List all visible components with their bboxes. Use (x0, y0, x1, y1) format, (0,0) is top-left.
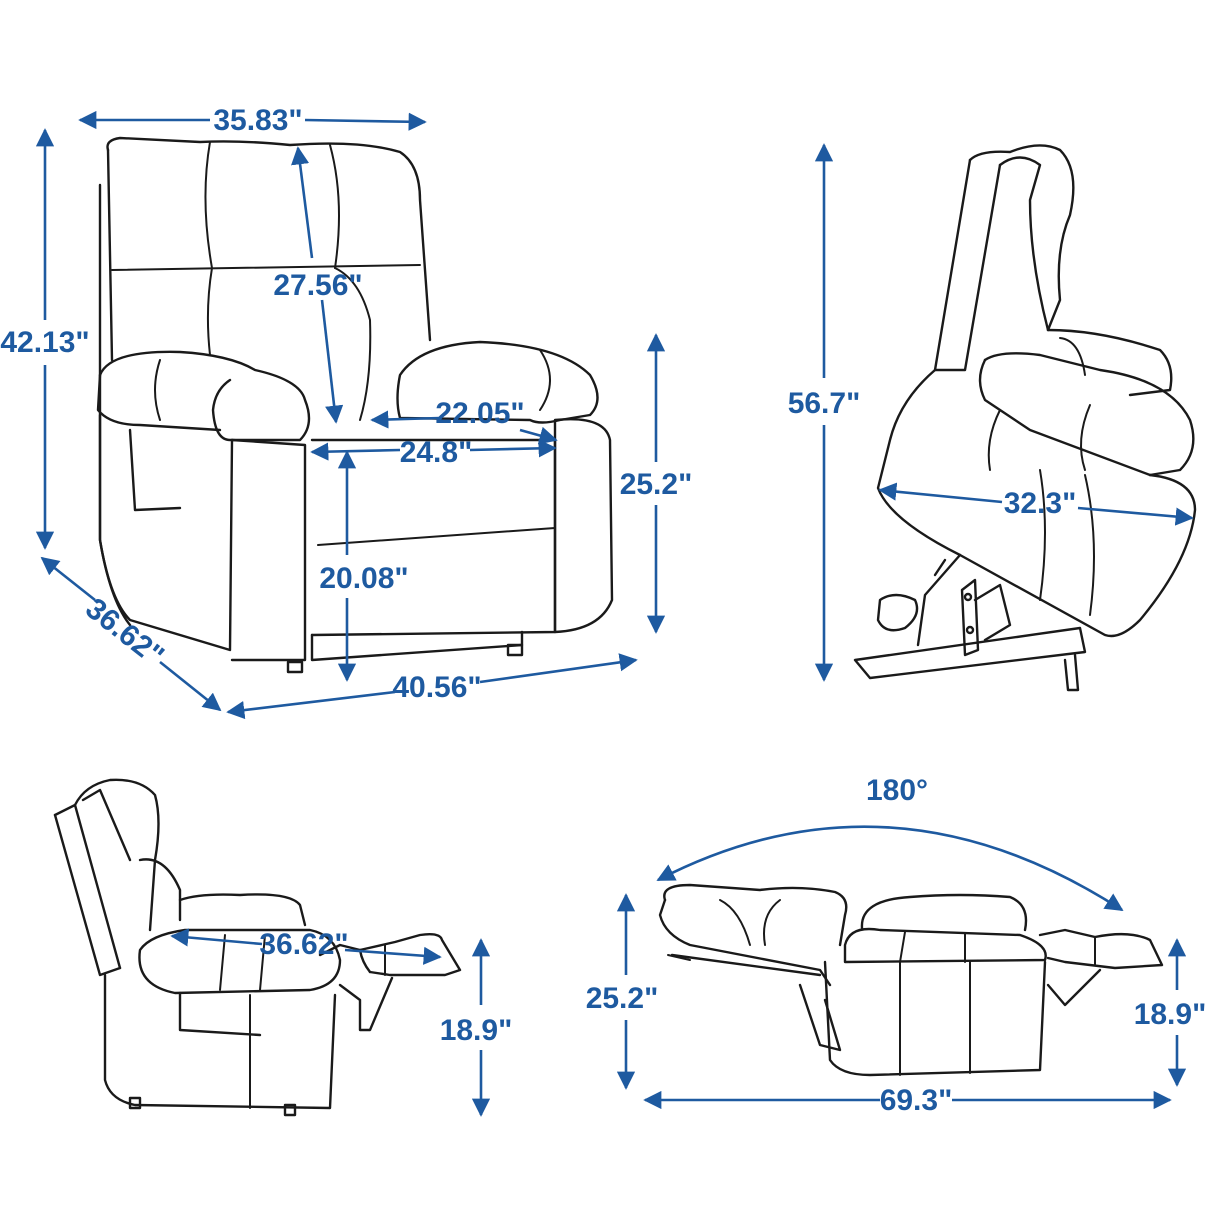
full-recline-chair (658, 883, 1164, 1077)
lift-dimension-labels: 56.7" 32.3" (788, 387, 1077, 520)
label-partial-footrest-height: 18.9" (440, 1014, 513, 1047)
label-lift-seat-depth: 32.3" (1004, 487, 1077, 520)
partial-recline-dimension-lines (170, 928, 491, 1117)
label-seat-height: 20.08" (319, 562, 408, 595)
label-lift-height: 56.7" (788, 387, 861, 420)
full-recline-dimension-labels: 180° 25.2" 18.9" 69.3" (586, 774, 1207, 1117)
front-dimension-lines (35, 110, 666, 720)
front-view-chair (96, 136, 614, 674)
label-recline-angle: 180° (866, 774, 928, 807)
label-partial-length: 36.62" (259, 928, 348, 961)
partial-recline-chair (53, 778, 462, 1117)
partial-recline-dimension-labels: 36.62" 18.9" (259, 928, 512, 1047)
label-width-base: 40.56" (392, 671, 481, 704)
label-height-total: 42.13" (0, 326, 89, 359)
lift-view-chair (853, 144, 1197, 692)
full-recline-dimension-lines (616, 825, 1187, 1110)
label-full-back-height: 25.2" (586, 982, 659, 1015)
label-total-length: 69.3" (880, 1084, 953, 1117)
label-width-top: 35.83" (213, 104, 302, 137)
label-seat-width-inner: 22.05" (435, 397, 524, 430)
label-arm-height: 25.2" (620, 468, 693, 501)
lift-dimension-lines (814, 143, 1194, 682)
label-full-footrest-height: 18.9" (1134, 998, 1207, 1031)
label-seat-width: 24.8" (400, 436, 473, 469)
label-backrest-height: 27.56" (273, 269, 362, 302)
label-depth: 36.62" (79, 592, 170, 673)
